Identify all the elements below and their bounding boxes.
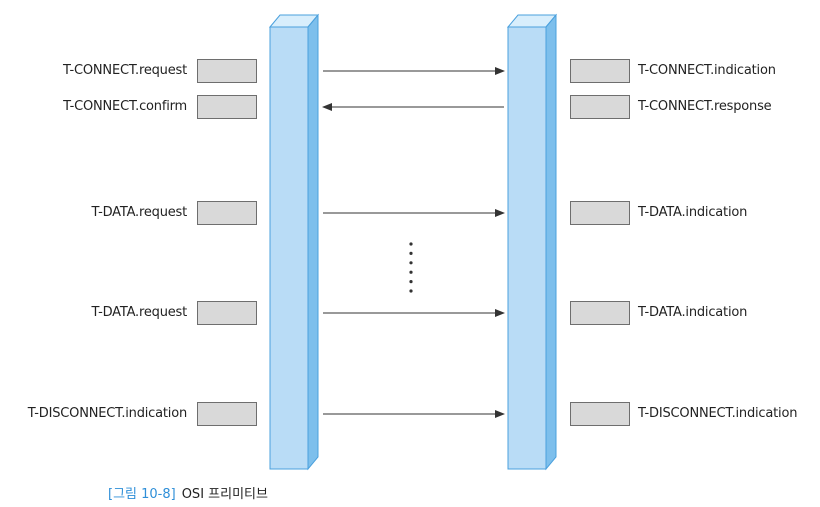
left-primitive-box-4 [197, 301, 257, 325]
right-primitive-label-4: T-DATA.indication [638, 305, 748, 320]
right-primitive-box-3 [570, 201, 630, 225]
continuation-dots [409, 242, 413, 293]
continuation-dot [409, 261, 413, 265]
continuation-dot [409, 289, 413, 293]
right-entity-pillar-front [507, 26, 547, 470]
continuation-dot [409, 251, 413, 255]
continuation-dot [409, 242, 413, 246]
right-primitive-box-5 [570, 402, 630, 426]
left-entity-pillar [268, 13, 320, 471]
right-primitive-box-2 [570, 95, 630, 119]
left-entity-pillar-side [307, 13, 319, 471]
left-primitive-box-1 [197, 59, 257, 83]
right-primitive-label-2: T-CONNECT.response [638, 99, 772, 114]
right-entity-pillar-side [545, 13, 557, 471]
left-primitive-label-1: T-CONNECT.request [62, 63, 187, 78]
left-primitive-label-5: T-DISCONNECT.indication [27, 406, 187, 421]
left-primitive-box-5 [197, 402, 257, 426]
left-entity-pillar-front [269, 26, 309, 470]
primitive-arrows [322, 67, 505, 418]
left-primitive-label-2: T-CONNECT.confirm [63, 99, 187, 114]
right-entity-pillar [506, 13, 558, 471]
figure-number: [그림 10-8] [108, 487, 176, 502]
continuation-dot [409, 270, 413, 274]
primitive-diagram [268, 13, 558, 471]
right-primitive-label-3: T-DATA.indication [638, 205, 748, 220]
left-primitive-box-3 [197, 201, 257, 225]
right-primitive-label-1: T-CONNECT.indication [638, 63, 776, 78]
left-primitive-label-3: T-DATA.request [91, 205, 188, 220]
left-primitive-label-4: T-DATA.request [91, 305, 188, 320]
right-primitive-box-4 [570, 301, 630, 325]
figure-title: OSI 프리미티브 [181, 487, 268, 502]
continuation-dot [409, 280, 413, 284]
right-primitive-label-5: T-DISCONNECT.indication [638, 406, 798, 421]
right-primitive-box-1 [570, 59, 630, 83]
figure-caption: [그림 10-8] OSI 프리미티브 [108, 483, 268, 502]
entity-pillars [268, 13, 558, 471]
left-primitive-box-2 [197, 95, 257, 119]
